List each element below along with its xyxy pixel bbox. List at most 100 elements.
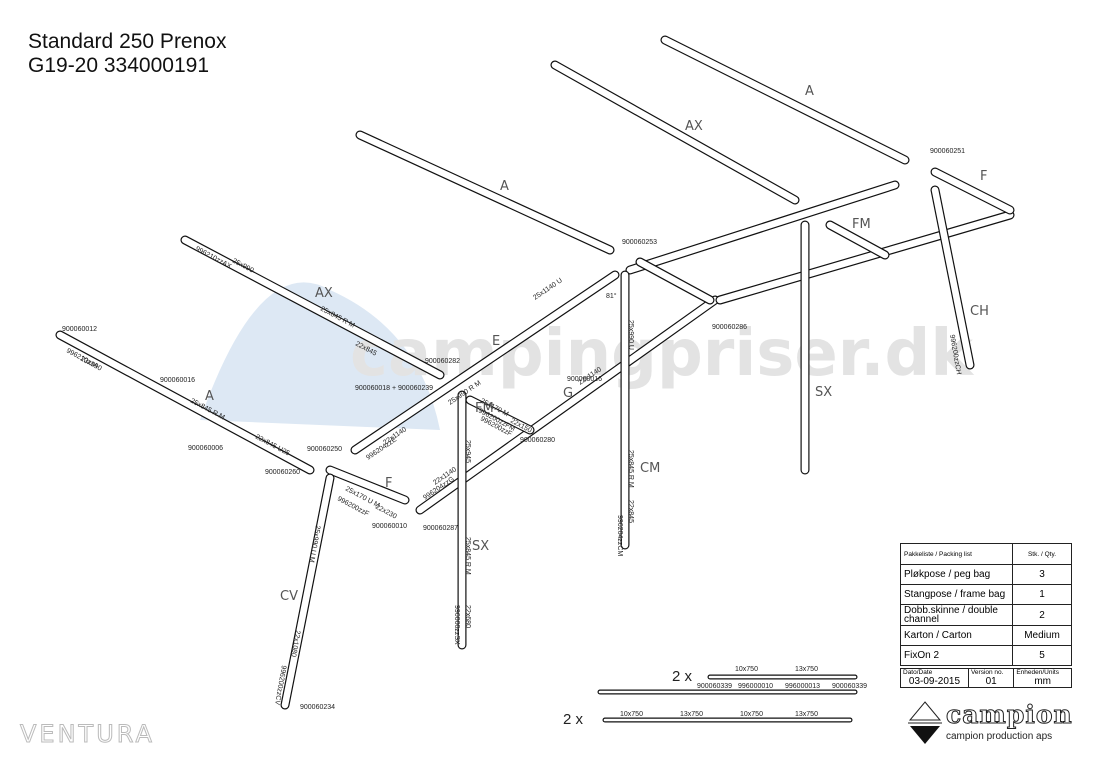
dimension-label: 22x845 xyxy=(627,500,634,523)
watermark-tent-icon xyxy=(200,282,440,430)
pole-fill xyxy=(626,181,899,274)
part-number: 900060016 xyxy=(160,377,195,384)
dimension-label: 22x680 xyxy=(464,605,471,628)
logo-tagline: campion production aps xyxy=(946,731,1053,742)
part-number: 900060287 xyxy=(423,525,458,532)
part-label: SX xyxy=(815,385,832,400)
part-label: A xyxy=(805,84,814,99)
pole-fill xyxy=(416,296,719,514)
item-qty: 2 xyxy=(1012,604,1072,626)
campion-logo: campion campion production aps xyxy=(908,700,1078,750)
watermark-text: campingpriser.dk xyxy=(350,317,974,391)
version-label: Version no. xyxy=(970,669,1004,676)
item-name: Stangpose / frame bag xyxy=(900,584,1013,605)
item-name: Karton / Carton xyxy=(900,625,1013,646)
segment-label: 13x750 xyxy=(795,666,818,673)
part-number: 900060286 xyxy=(712,324,747,331)
pole-fill xyxy=(716,211,1014,304)
pole-fill xyxy=(931,186,974,369)
logo-wordmark: campion xyxy=(946,700,1073,730)
segment-label: 13x750 xyxy=(680,711,703,718)
pole-fill xyxy=(551,61,799,204)
part-label: CM xyxy=(640,461,660,476)
pole-fill xyxy=(931,168,1014,214)
dimension-label: 25x945 xyxy=(464,440,471,463)
dimension-label: 25x1140 U xyxy=(532,277,564,301)
pole-fill xyxy=(56,331,314,474)
qty-header: Stk. / Qty. xyxy=(1012,543,1072,565)
dimension-label: 22x230 xyxy=(374,504,398,521)
units-label: Enheden/Units xyxy=(1016,669,1059,676)
part-number: 900060006 xyxy=(188,445,223,452)
part-label: A xyxy=(205,389,214,404)
part-label: E xyxy=(492,334,500,349)
pole-fill xyxy=(356,131,614,254)
part-number: 996000013 xyxy=(785,683,820,690)
part-number: 900060282 xyxy=(425,358,460,365)
part-label: AX xyxy=(315,286,333,301)
drawing-subtitle: G19-20 334000191 xyxy=(28,54,209,77)
part-number: 900060234 xyxy=(300,704,335,711)
part-label: CH xyxy=(970,304,989,319)
item-qty: 3 xyxy=(1012,564,1072,585)
segment-label: 10x750 xyxy=(740,711,763,718)
part-label: G xyxy=(563,386,573,401)
accessory-qty-2: 2 x xyxy=(563,711,584,728)
part-number: 900060016 xyxy=(567,376,602,383)
pole-fill xyxy=(326,466,409,504)
ventura-brand: VENTURA xyxy=(20,720,155,749)
part-label: F xyxy=(385,476,392,491)
pole-fill xyxy=(636,258,714,304)
part-number: 900060280 xyxy=(520,437,555,444)
accessory-qty-1: 2 x xyxy=(672,668,693,685)
segment-label: 10x750 xyxy=(620,711,643,718)
dimension-label: 25x990 U xyxy=(627,320,634,350)
pole-fill xyxy=(826,221,889,259)
dimension-label: 25x845 R M xyxy=(464,537,471,575)
accessory-poles: 2 x 2 x 10x750 13x750 900060339 99600001… xyxy=(563,666,867,728)
pole-fill xyxy=(351,271,619,454)
drawing-title: Standard 250 Prenox xyxy=(28,30,227,53)
part-number: 900060339 xyxy=(832,683,867,690)
segment-label: 10x750 xyxy=(735,666,758,673)
part-label: CV xyxy=(280,589,298,604)
part-number: 900060253 xyxy=(622,239,657,246)
dimension-label: 25x845 R M xyxy=(627,450,634,488)
part-number: 900060010 xyxy=(372,523,407,530)
item-qty: 1 xyxy=(1012,584,1072,605)
part-label: SX xyxy=(472,539,489,554)
part-label: FM xyxy=(475,401,494,416)
units-value: mm xyxy=(1034,676,1051,687)
part-label: A xyxy=(500,179,509,194)
pole-fill xyxy=(466,396,534,434)
poles xyxy=(55,35,1015,723)
item-name: Pløkpose / peg bag xyxy=(900,564,1013,585)
part-number: 996000010 xyxy=(738,683,773,690)
part-number: 900060018 + 900060239 xyxy=(355,385,433,392)
part-number: 900060251 xyxy=(930,148,965,155)
version-value: 01 xyxy=(985,676,997,687)
part-number: 900060250 xyxy=(307,446,342,453)
pole-fill xyxy=(181,236,444,379)
dimension-label: 996000zzSX xyxy=(453,605,460,645)
date-label: Dato/Date xyxy=(903,669,933,676)
part-number: 81° xyxy=(606,292,617,300)
date-value: 03-09-2015 xyxy=(908,676,961,687)
part-number: 900060260 xyxy=(265,469,300,476)
dimension-label: 996204zzCM xyxy=(616,515,623,556)
pole-fill xyxy=(661,36,909,164)
pole-fill xyxy=(281,474,334,709)
dimension-label: 22x1080 xyxy=(289,630,301,658)
segment-label: 13x750 xyxy=(795,711,818,718)
item-qty: 5 xyxy=(1012,645,1072,666)
logo-triangle-icon xyxy=(908,701,942,744)
part-number: 900060339 xyxy=(697,683,732,690)
